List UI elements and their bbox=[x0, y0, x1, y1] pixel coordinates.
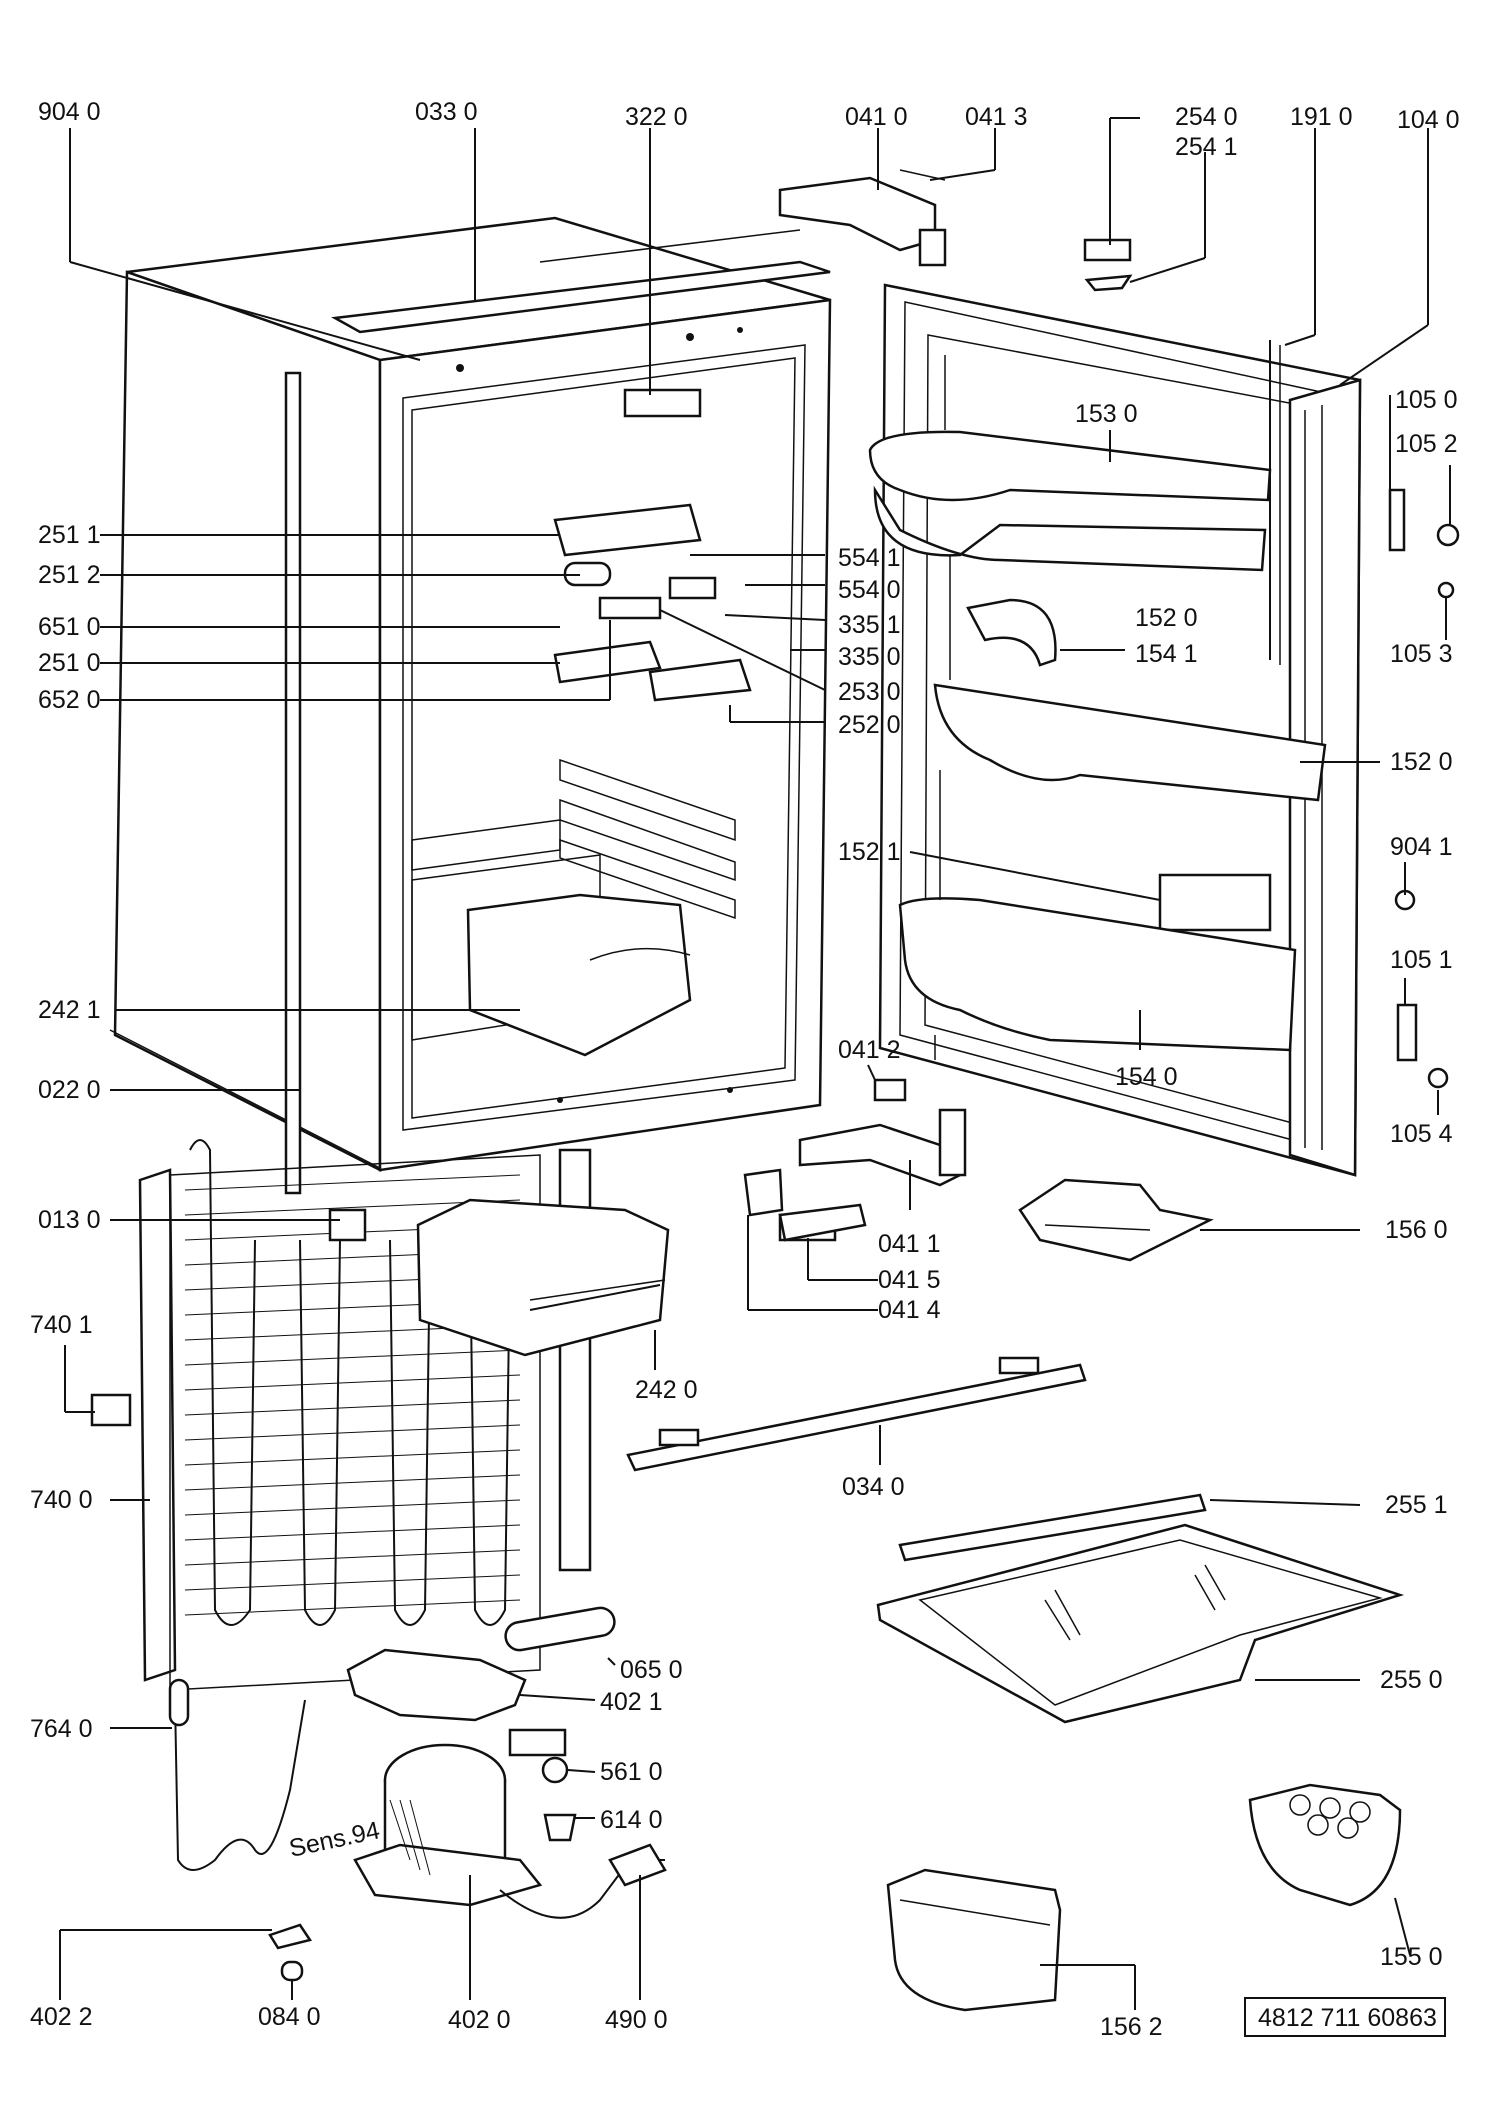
label-242-1: 242 1 bbox=[38, 996, 101, 1024]
label-904-0: 904 0 bbox=[38, 98, 101, 126]
compressor-mount-402-1 bbox=[346, 1648, 527, 1722]
label-254-1: 254 1 bbox=[1175, 133, 1238, 161]
label-154-0: 154 0 bbox=[1115, 1063, 1178, 1091]
label-105-0: 105 0 bbox=[1395, 386, 1458, 414]
label-034-0: 034 0 bbox=[842, 1473, 905, 1501]
compressor bbox=[353, 1728, 567, 1907]
label-740-1: 740 1 bbox=[30, 1311, 93, 1339]
label-153-0: 153 0 bbox=[1075, 400, 1138, 428]
label-105-3: 105 3 bbox=[1390, 640, 1453, 668]
label-041-2: 041 2 bbox=[838, 1036, 901, 1064]
label-740-0: 740 0 bbox=[30, 1486, 93, 1514]
label-191-0: 191 0 bbox=[1290, 103, 1353, 131]
label-041-5: 041 5 bbox=[878, 1266, 941, 1294]
label-652-0: 652 0 bbox=[38, 686, 101, 714]
label-554-1: 554 1 bbox=[838, 544, 901, 572]
label-041-4: 041 4 bbox=[878, 1296, 941, 1324]
label-084-0: 084 0 bbox=[258, 2003, 321, 2031]
label-252-0: 252 0 bbox=[838, 711, 901, 739]
filter-drier-065-0 bbox=[504, 1606, 616, 1652]
drip-tray-242-0 bbox=[416, 1198, 670, 1357]
label-255-0: 255 0 bbox=[1380, 1666, 1443, 1694]
label-156-0: 156 0 bbox=[1385, 1216, 1448, 1244]
label-013-0: 013 0 bbox=[38, 1206, 101, 1234]
label-335-0: 335 0 bbox=[838, 643, 901, 671]
label-041-0: 041 0 bbox=[845, 103, 908, 131]
label-033-0: 033 0 bbox=[415, 98, 478, 126]
glass-shelf-255 bbox=[876, 1493, 1405, 1724]
label-242-0: 242 0 bbox=[635, 1376, 698, 1404]
thermal-capillary bbox=[174, 1699, 306, 1871]
cabinet bbox=[109, 216, 832, 1195]
label-402-2: 402 2 bbox=[30, 2003, 93, 2031]
label-152-1: 152 1 bbox=[838, 838, 901, 866]
label-152-0-mid: 152 0 bbox=[1390, 748, 1453, 776]
label-255-1: 255 1 bbox=[1385, 1491, 1448, 1519]
egg-tray-155-0 bbox=[1248, 1783, 1402, 1907]
condenser-coil bbox=[138, 1139, 592, 1691]
label-105-2: 105 2 bbox=[1395, 430, 1458, 458]
door-assembly bbox=[868, 283, 1362, 1177]
label-154-1: 154 1 bbox=[1135, 640, 1198, 668]
label-065-0: 065 0 bbox=[620, 1656, 683, 1684]
label-904-1: 904 1 bbox=[1390, 833, 1453, 861]
clip-402-2 bbox=[268, 1923, 313, 1950]
label-554-0: 554 0 bbox=[838, 576, 901, 604]
top-hinge-041-0 bbox=[778, 169, 947, 267]
sheet-code-box: 4812 711 60863 bbox=[1244, 1997, 1446, 2037]
label-155-0: 155 0 bbox=[1380, 1943, 1443, 1971]
label-402-1: 402 1 bbox=[600, 1688, 663, 1716]
label-253-0: 253 0 bbox=[838, 678, 901, 706]
rail-034-0 bbox=[626, 1356, 1087, 1472]
foot-084-0 bbox=[280, 1960, 304, 2000]
label-402-0: 402 0 bbox=[448, 2006, 511, 2034]
leader-lines bbox=[59, 117, 1451, 2010]
label-651-0: 651 0 bbox=[38, 613, 101, 641]
sheet-code: 4812 711 60863 bbox=[1258, 2004, 1437, 2032]
label-041-3: 041 3 bbox=[965, 103, 1028, 131]
label-251-1: 251 1 bbox=[38, 521, 101, 549]
label-561-0: 561 0 bbox=[600, 1758, 663, 1786]
hinge-cover-254 bbox=[1083, 238, 1133, 292]
part-labels: 904 0 033 0 322 0 041 0 041 3 254 0 254 … bbox=[30, 98, 1460, 2041]
container-156-2 bbox=[886, 1868, 1062, 2012]
label-254-0: 254 0 bbox=[1175, 103, 1238, 131]
label-322-0: 322 0 bbox=[625, 103, 688, 131]
bottom-hinge bbox=[743, 1078, 967, 1242]
plug-490-0 bbox=[608, 1843, 667, 1887]
label-041-1: 041 1 bbox=[878, 1230, 941, 1258]
label-490-0: 490 0 bbox=[605, 2006, 668, 2034]
door-small-parts bbox=[1388, 488, 1460, 1089]
capillary-sensor-764-0 bbox=[168, 1678, 190, 1727]
label-335-1: 335 1 bbox=[838, 611, 901, 639]
part-561-0 bbox=[541, 1756, 569, 1784]
butter-dish-156-0 bbox=[1018, 1178, 1214, 1262]
power-cord bbox=[499, 1859, 665, 1919]
label-614-0: 614 0 bbox=[600, 1806, 663, 1834]
label-251-0: 251 0 bbox=[38, 649, 101, 677]
label-022-0: 022 0 bbox=[38, 1076, 101, 1104]
label-105-4: 105 4 bbox=[1390, 1120, 1453, 1148]
thermostat-bracket bbox=[466, 388, 752, 1057]
label-251-2: 251 2 bbox=[38, 561, 101, 589]
label-152-0-top: 152 0 bbox=[1135, 604, 1198, 632]
relay-614-0 bbox=[543, 1813, 577, 1842]
label-764-0: 764 0 bbox=[30, 1715, 93, 1743]
clip-740-1 bbox=[90, 1393, 132, 1427]
label-156-2: 156 2 bbox=[1100, 2013, 1163, 2041]
label-104-0: 104 0 bbox=[1397, 106, 1460, 134]
label-105-1: 105 1 bbox=[1390, 946, 1453, 974]
